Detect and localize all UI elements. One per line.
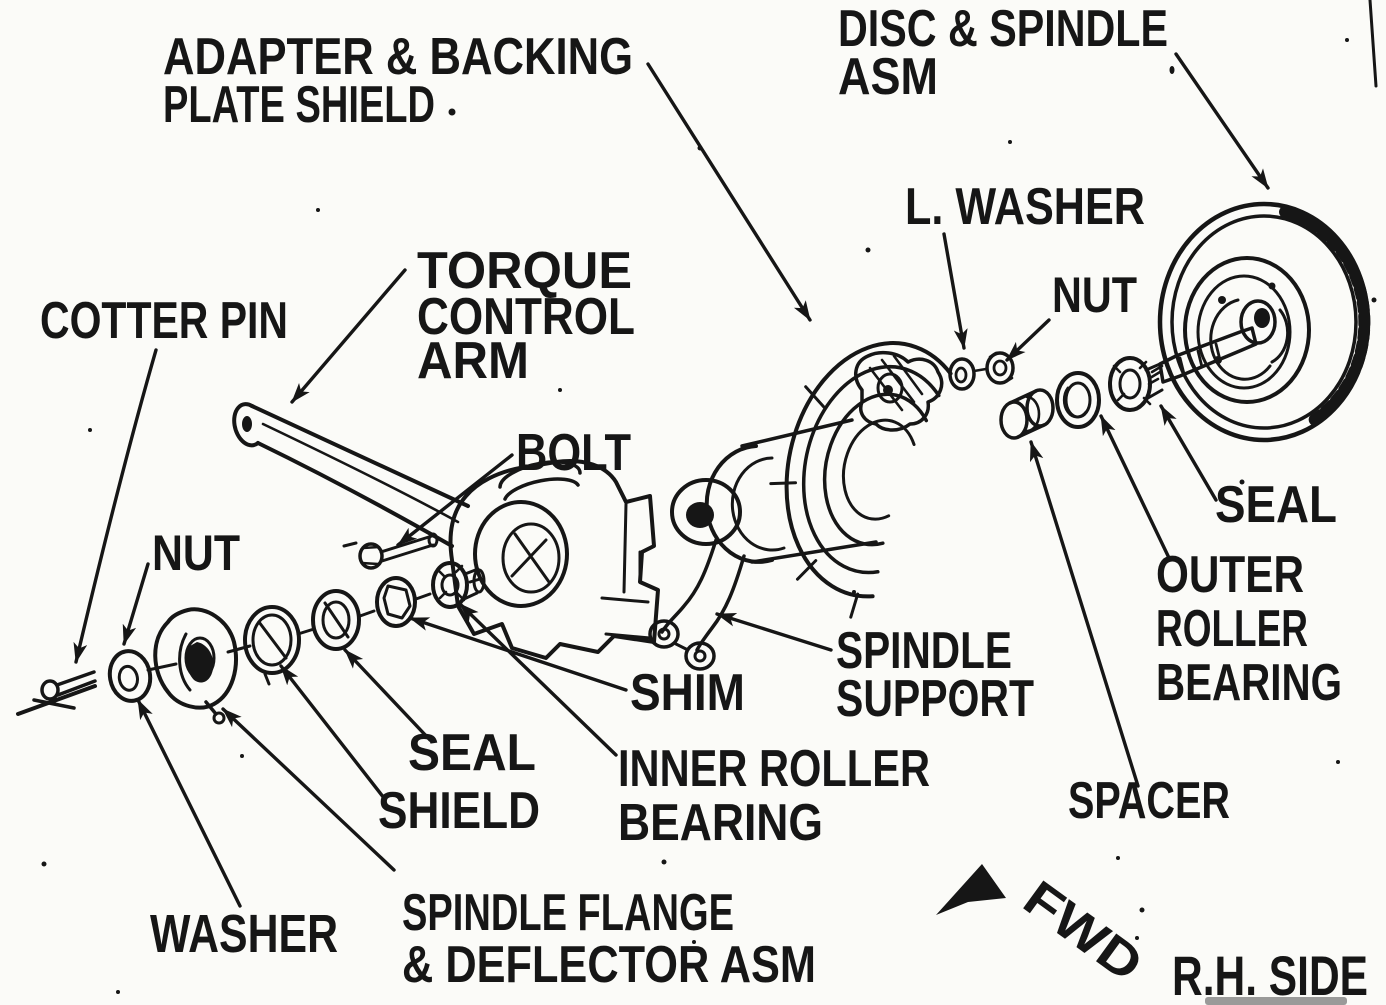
- spindle-support-part: [648, 418, 878, 671]
- label-disc-spindle-asm: DISC & SPINDLE ASM: [838, 0, 1168, 106]
- label-disc-line1: DISC & SPINDLE: [838, 0, 1168, 58]
- label-inner-roller-bearing: INNER ROLLER BEARING: [618, 740, 930, 852]
- leader-adapter-backing-plate-shield: [646, 62, 812, 322]
- label-torque-line2: CONTROL: [417, 288, 635, 346]
- leader-bolt: [396, 453, 514, 547]
- l-washer-part: [948, 357, 976, 391]
- label-outer-roller-line3: BEARING: [1156, 654, 1342, 712]
- label-spindle-support-line2: SUPPORT: [836, 670, 1034, 728]
- leader-l-washer: [942, 232, 968, 350]
- label-torque-control-arm: TORQUE CONTROL ARM: [417, 242, 635, 390]
- cotter-pin-part: [32, 670, 97, 710]
- scan-smudge: [1205, 997, 1347, 1005]
- leader-cotter-pin: [73, 348, 158, 664]
- label-washer: WASHER: [150, 904, 338, 964]
- label-seal-outer: SEAL: [1215, 476, 1337, 534]
- leader-washer: [136, 698, 242, 908]
- leader-outer-roller-bearing: [1099, 414, 1172, 562]
- leader-nut-upper: [1005, 318, 1051, 362]
- label-bolt: BOLT: [516, 424, 631, 482]
- axis-line: [16, 577, 482, 716]
- outer-roller-bearing-part: [1108, 356, 1164, 412]
- label-outer-roller-line1: OUTER: [1156, 546, 1304, 604]
- seal-outer-part: [1055, 371, 1101, 429]
- leader-nut-lower: [122, 562, 150, 646]
- label-adapter-line1: ADAPTER & BACKING: [163, 28, 633, 86]
- label-outer-roller-line2: ROLLER: [1156, 600, 1308, 658]
- fwd-arrow-icon: [936, 864, 1006, 915]
- leader-spindle-flange: [221, 707, 396, 872]
- seal-inner-part: [311, 589, 361, 651]
- label-nut-lower: NUT: [152, 525, 240, 581]
- leader-seal-outer: [1159, 404, 1218, 502]
- leader-inner-roller-bearing: [458, 602, 618, 757]
- leader-seal-inner: [343, 648, 432, 742]
- fwd-direction-marker: FWD: [936, 864, 1153, 992]
- label-torque-line3: ARM: [417, 332, 529, 390]
- washer-part: [107, 649, 153, 703]
- label-fwd: FWD: [1014, 870, 1154, 993]
- leader-shield: [279, 664, 386, 800]
- backing-plate-part: [769, 341, 953, 619]
- label-adapter-backing-plate-shield: ADAPTER & BACKING PLATE SHIELD: [163, 28, 633, 134]
- label-shim: SHIM: [630, 664, 745, 722]
- label-spindle-flange-deflector-asm: SPINDLE FLANGE & DEFLECTOR ASM: [402, 884, 816, 994]
- nut-upper-part: [972, 351, 1015, 385]
- label-inner-roller-line1: INNER ROLLER: [618, 740, 930, 798]
- label-l-washer: L. WASHER: [905, 178, 1145, 236]
- shield-part: [243, 605, 301, 686]
- spacer-part: [999, 388, 1055, 440]
- label-spindle-support-line1: SPINDLE: [836, 622, 1012, 680]
- leader-disc-spindle-asm: [1174, 52, 1270, 190]
- label-nut-upper: NUT: [1052, 267, 1137, 323]
- label-outer-roller-bearing: OUTER ROLLER BEARING: [1156, 546, 1342, 712]
- disc-spindle-wheel-part: [1157, 201, 1371, 443]
- leader-shim: [408, 616, 628, 692]
- label-spindle-support: SPINDLE SUPPORT: [836, 622, 1034, 728]
- label-shield: SHIELD: [378, 782, 540, 840]
- label-spindle-flange-line2: & DEFLECTOR ASM: [402, 936, 816, 994]
- label-disc-line2: ASM: [838, 48, 938, 106]
- bolt-part: [342, 532, 439, 570]
- leader-spindle-support: [715, 612, 833, 652]
- spindle-flange-deflector-part: [153, 607, 238, 725]
- label-spacer: SPACER: [1068, 772, 1230, 830]
- leader-lines: [73, 52, 1270, 908]
- label-rh-side: R.H. SIDE: [1172, 944, 1368, 1005]
- scan-edge-mark: [1368, 0, 1378, 88]
- label-torque-line1: TORQUE: [417, 242, 632, 300]
- scan-specks: [41, 38, 1377, 994]
- torque-control-arm-part: [232, 402, 470, 548]
- label-cotter-pin: COTTER PIN: [40, 292, 288, 350]
- label-inner-roller-line2: BEARING: [618, 794, 823, 852]
- shim-part: [375, 576, 417, 628]
- label-adapter-line2: PLATE SHIELD: [163, 76, 435, 134]
- label-spindle-flange-line1: SPINDLE FLANGE: [402, 884, 734, 942]
- adapter-knuckle-part: [448, 459, 660, 660]
- leader-spacer: [1029, 440, 1140, 788]
- label-seal-inner: SEAL: [408, 724, 536, 782]
- leader-torque-control-arm: [290, 268, 407, 404]
